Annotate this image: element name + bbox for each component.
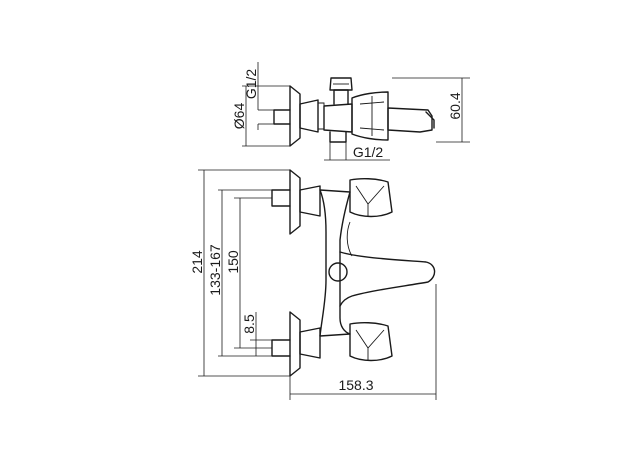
dim-projection: 158.3 <box>338 377 373 393</box>
top-diverter-knob <box>329 77 353 91</box>
top-spout <box>387 107 433 133</box>
dim-flange-diameter: Ø64 <box>231 103 247 130</box>
dim-outlet-thread: G1/2 <box>353 144 384 160</box>
dim-offset: 8.5 <box>241 314 257 334</box>
dim-height: 60.4 <box>447 92 463 119</box>
top-handle <box>351 91 389 141</box>
front-upper-inlet <box>271 189 291 207</box>
top-connector-nut <box>299 99 319 133</box>
front-upper-nut <box>299 185 321 217</box>
front-view <box>271 169 436 377</box>
front-lower-nut <box>299 327 321 359</box>
front-upper-handle <box>349 177 393 218</box>
front-lower-flange <box>289 311 301 377</box>
top-outlet-stub <box>329 131 347 143</box>
top-wall-flange <box>289 85 301 147</box>
front-view-dimensions: 214 133-167 150 8.5 158.3 <box>189 169 437 400</box>
top-diverter-stem <box>333 89 349 105</box>
front-lower-handle <box>349 321 393 362</box>
top-body <box>323 103 353 133</box>
dim-center-range: 133-167 <box>207 244 223 296</box>
top-view <box>273 77 435 147</box>
front-lower-inlet <box>271 339 291 357</box>
dim-center-distance: 150 <box>225 250 241 274</box>
front-diverter-knob <box>328 262 348 282</box>
top-view-dimensions: G1/2 Ø64 G1/2 60.4 <box>231 62 470 161</box>
dim-pipe-thread: G1/2 <box>243 69 259 100</box>
top-inlet-pipe <box>273 109 291 125</box>
front-spout <box>339 251 436 307</box>
front-upper-flange <box>289 169 301 235</box>
dim-overall-height: 214 <box>189 250 205 274</box>
